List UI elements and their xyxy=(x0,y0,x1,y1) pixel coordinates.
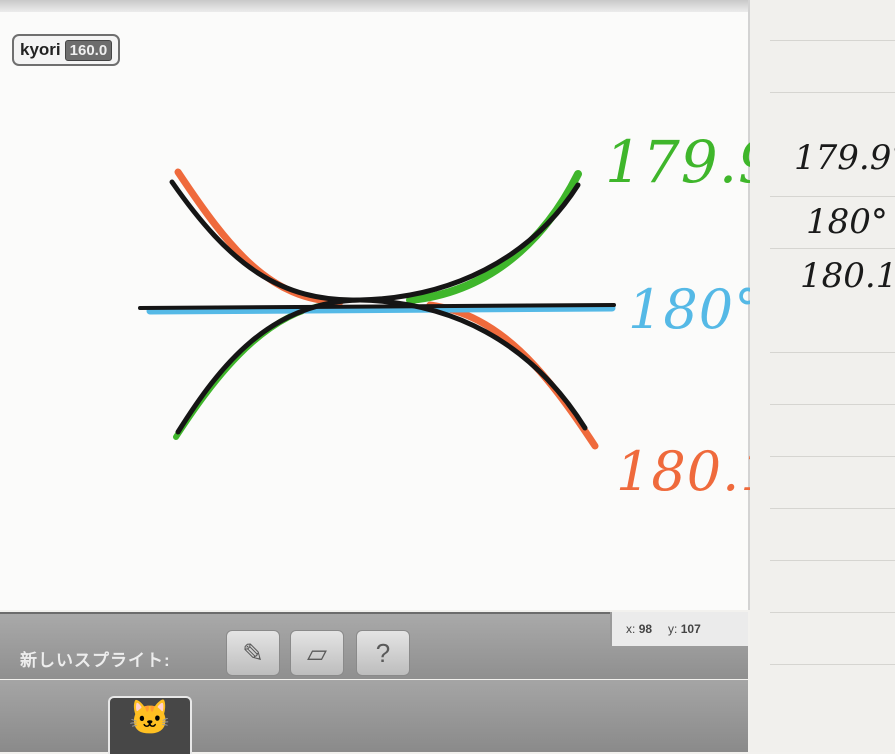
choose-sprite-from-file-button[interactable]: ▱ xyxy=(290,630,344,676)
paper-rule xyxy=(770,404,895,405)
paper-rule xyxy=(770,92,895,93)
stage[interactable]: kyori 160.0 179.9° 180° 180.1° xyxy=(0,0,750,610)
paper-rule xyxy=(770,352,895,353)
paper-rule xyxy=(770,248,895,249)
new-sprite-label: 新しいスプライト: xyxy=(20,646,171,671)
mouse-coordinates: x: 98 y: 107 xyxy=(610,612,748,646)
sprite-thumbnail[interactable]: 🐱 xyxy=(108,696,192,754)
green-curve-left xyxy=(176,305,325,437)
random-sprite-button[interactable]: ? xyxy=(356,630,410,676)
paper-rule xyxy=(770,40,895,41)
paper-rule xyxy=(770,664,895,665)
paper-rule xyxy=(770,456,895,457)
y-value: 107 xyxy=(681,622,701,636)
notebook-paper xyxy=(750,0,895,752)
x-coordinate: x: 98 xyxy=(626,622,652,636)
handwritten-note-180: 180° xyxy=(806,202,888,242)
y-coordinate: y: 107 xyxy=(668,622,701,636)
sprite-list: 🐱 xyxy=(0,680,748,752)
paint-new-sprite-button[interactable]: ✎ xyxy=(226,630,280,676)
label-180: 180° xyxy=(628,278,762,341)
black-curve-lower-left xyxy=(178,300,360,432)
y-label: y: xyxy=(668,622,677,636)
choose-sprite-from-file-icon: ▱ xyxy=(307,638,327,669)
cat-sprite-icon: 🐱 xyxy=(129,698,171,738)
paper-rule xyxy=(770,508,895,509)
random-sprite-icon: ? xyxy=(376,638,390,669)
x-label: x: xyxy=(626,622,635,636)
handwritten-note-180-1: 180.1° xyxy=(800,256,895,296)
paint-new-sprite-icon: ✎ xyxy=(242,638,264,669)
red-curve-right xyxy=(430,305,595,446)
red-curve-left xyxy=(178,172,340,302)
paper-rule xyxy=(770,560,895,561)
green-curve-right xyxy=(410,174,578,300)
x-value: 98 xyxy=(639,622,652,636)
paper-rule xyxy=(770,612,895,613)
handwritten-note-179-9: 179.9° xyxy=(794,138,895,178)
paper-rule xyxy=(770,196,895,197)
